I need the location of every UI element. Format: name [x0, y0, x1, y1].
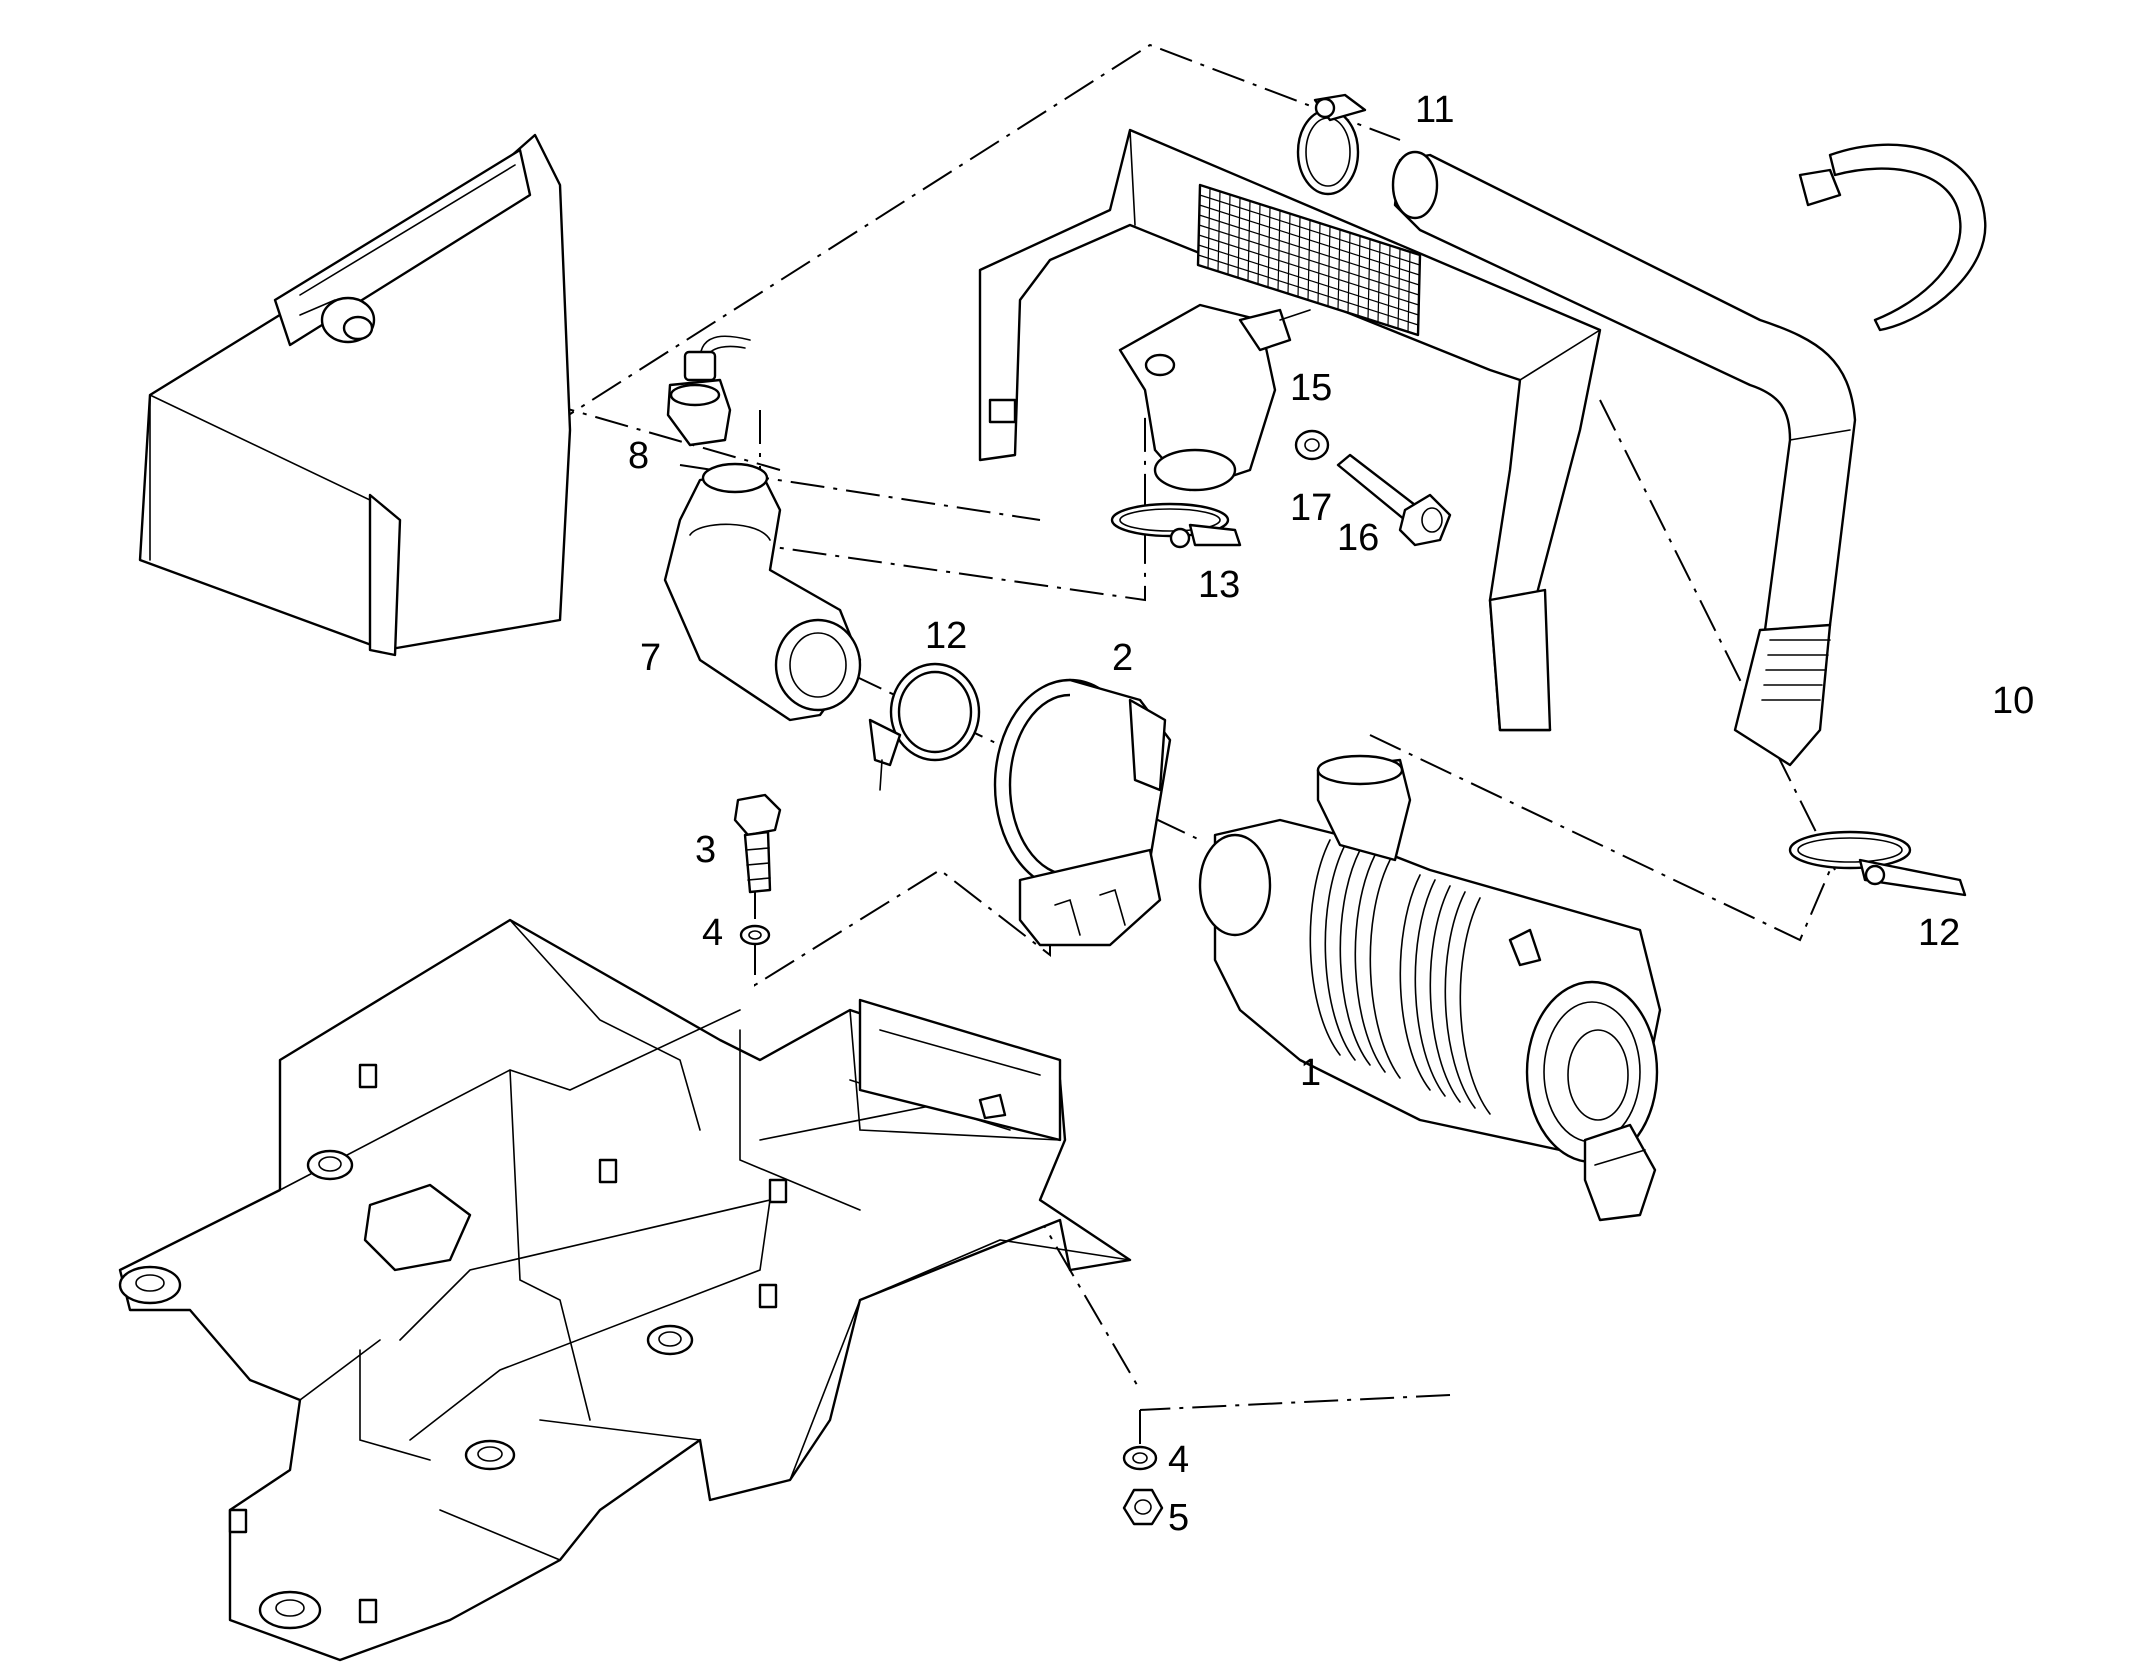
washer-lower	[1122, 1445, 1158, 1471]
intake-air-hose	[1391, 150, 1857, 767]
washer-upper	[739, 924, 771, 946]
callout-8: 8	[628, 435, 649, 477]
callout-5: 5	[1168, 1497, 1189, 1539]
callout-2: 2	[1112, 637, 1133, 679]
callout-17: 17	[1290, 487, 1332, 529]
callout-1: 1	[1300, 1052, 1321, 1094]
callout-16: 16	[1337, 517, 1379, 559]
mesh-line	[1199, 214, 1420, 286]
callout-12-lower: 12	[1918, 912, 1960, 954]
hose-clamp-11	[1296, 93, 1367, 196]
callout-7: 7	[640, 637, 661, 679]
mounting-band	[993, 678, 1172, 947]
callout-labels: 1 2 3 4 4 5 7 8 10 11 12 12 13 15 16 17	[628, 89, 2034, 1539]
callout-13: 13	[1198, 564, 1240, 606]
callout-15: 15	[1290, 367, 1332, 409]
bolt	[733, 793, 782, 894]
restriction-indicator	[1118, 303, 1311, 492]
washer-17	[1294, 429, 1330, 461]
callout-4-lower: 4	[1168, 1439, 1189, 1481]
hex-nut	[1122, 1488, 1164, 1526]
callout-11: 11	[1415, 89, 1454, 131]
socket-bolt-16	[1336, 453, 1452, 547]
mesh-line	[1198, 224, 1420, 296]
engine-cover	[138, 133, 572, 657]
hose-clamp-upper	[868, 662, 981, 791]
chassis-frame	[118, 918, 1132, 1662]
air-filter-housing	[1198, 754, 1662, 1222]
callout-10: 10	[1992, 680, 2034, 722]
mesh-line	[1199, 204, 1420, 276]
mesh-line	[1198, 234, 1419, 306]
mesh-line	[1198, 244, 1419, 316]
intake-elbow-hose	[663, 462, 862, 722]
callout-3: 3	[695, 829, 716, 871]
callout-4-upper: 4	[702, 912, 723, 954]
hose-clamp-13	[1110, 502, 1242, 549]
cable-tie	[1798, 143, 1987, 332]
mesh-line	[1199, 194, 1420, 266]
callout-12-upper: 12	[925, 615, 967, 657]
mesh-grid	[1198, 188, 1420, 332]
hose-clamp-lower	[1788, 830, 1967, 897]
mesh-line	[1198, 254, 1419, 326]
